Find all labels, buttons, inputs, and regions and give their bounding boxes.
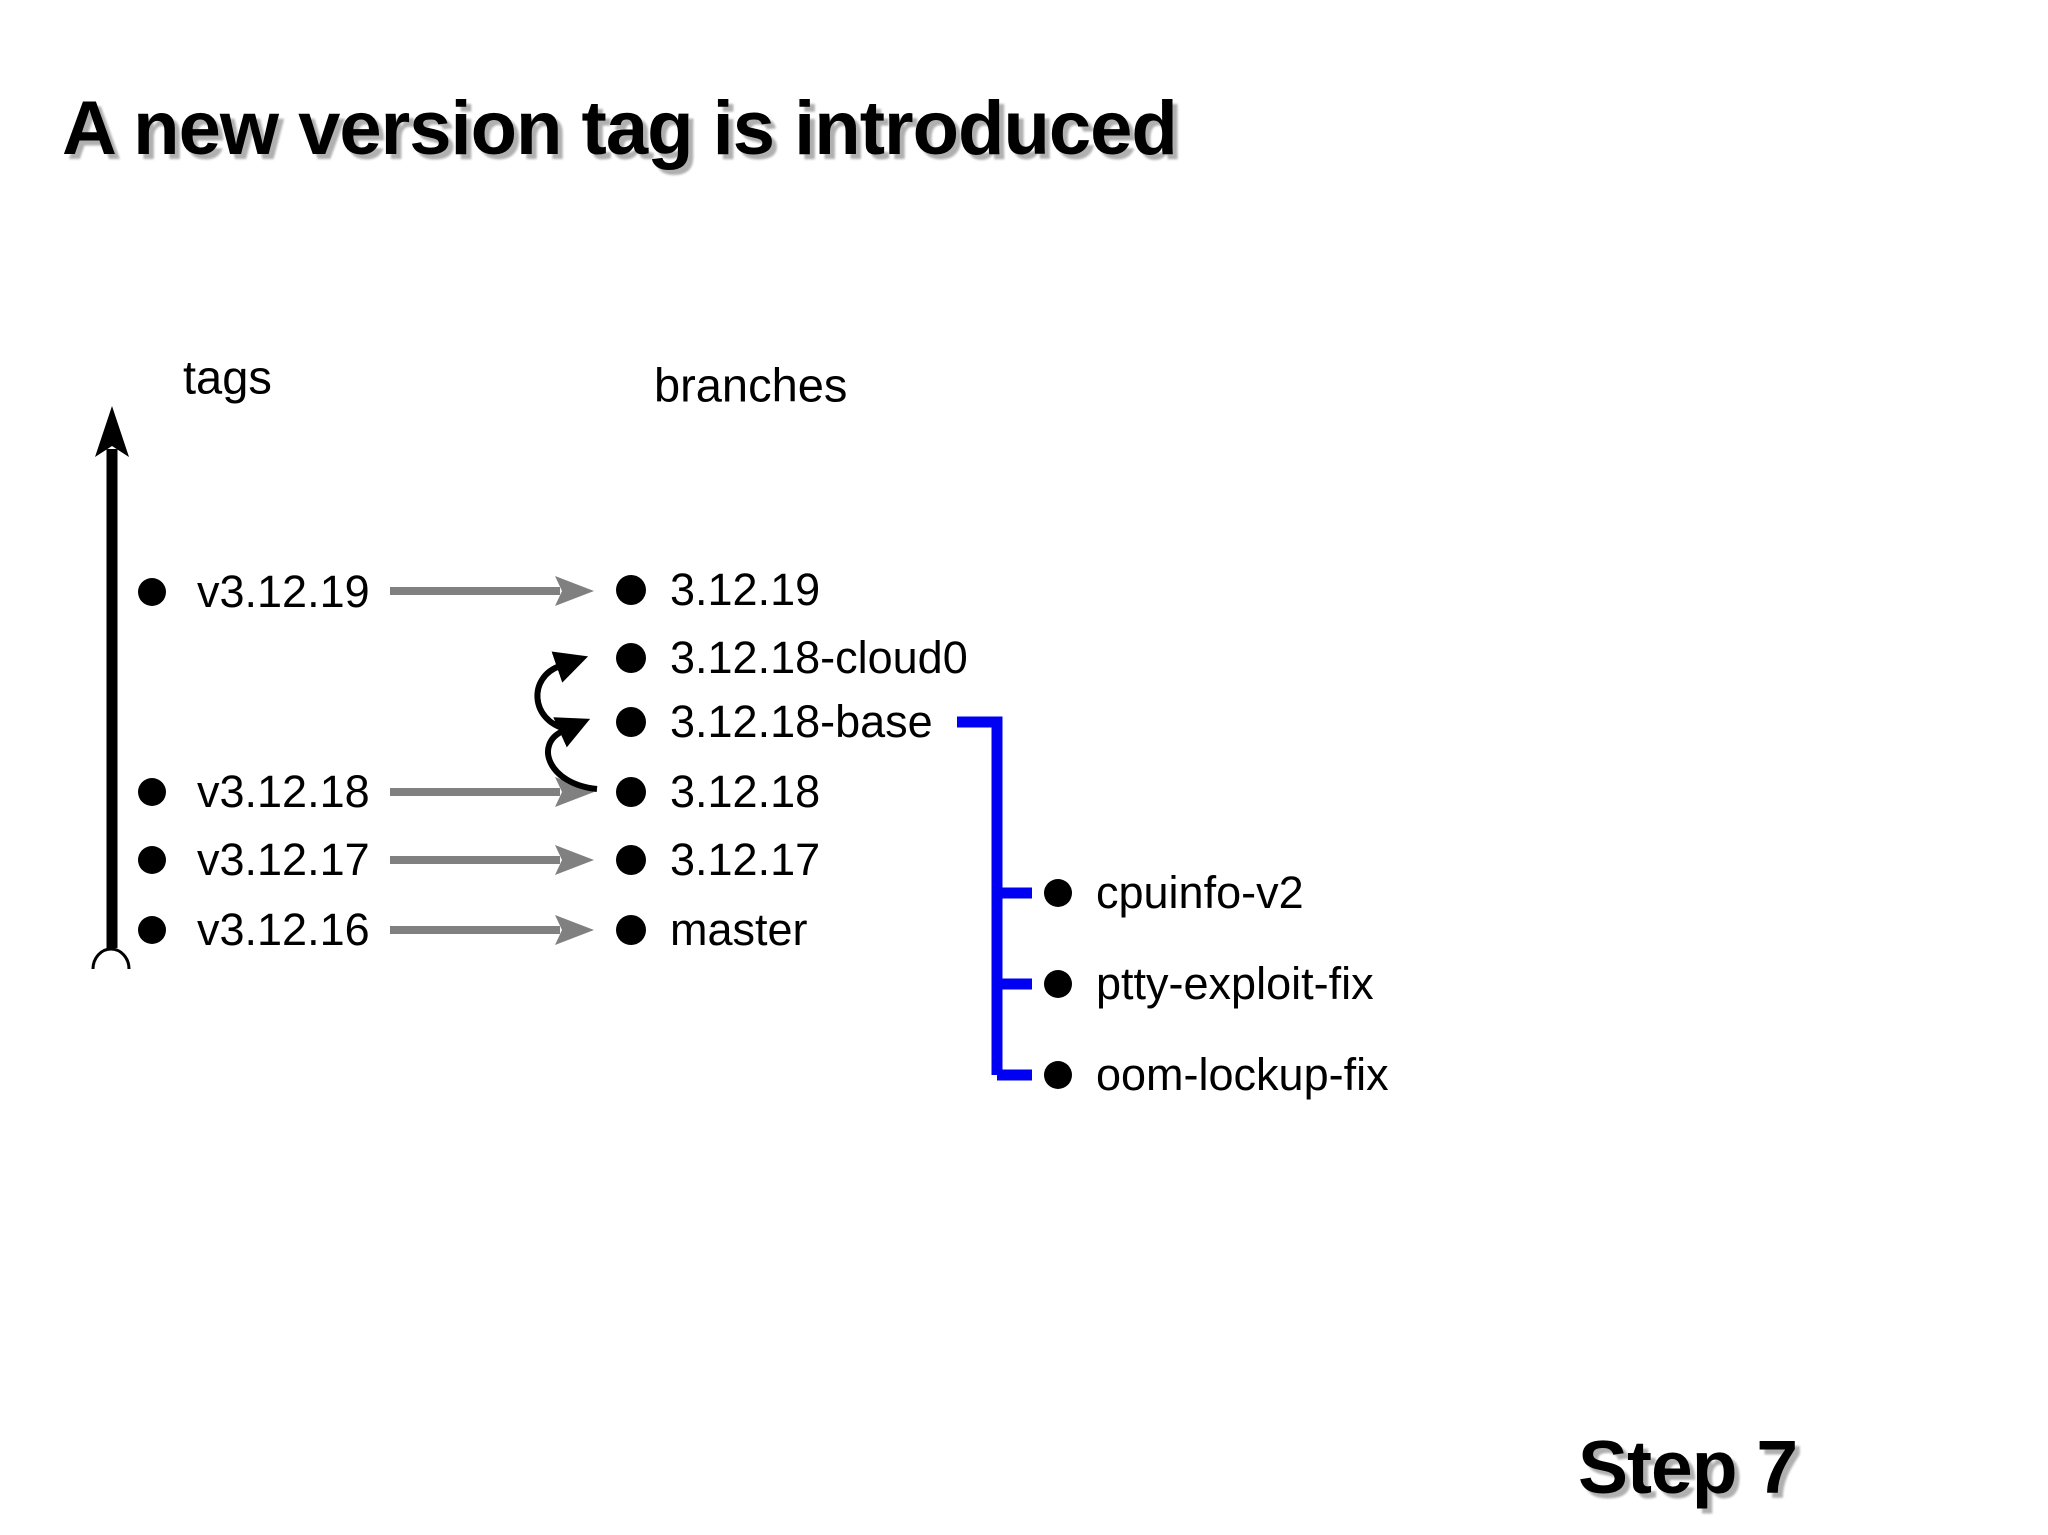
commit-dot-icon: [616, 915, 646, 945]
branch-label: master: [670, 904, 808, 955]
branch-row: 3.12.18: [616, 766, 820, 818]
branch-label: 3.12.18-cloud0: [670, 632, 968, 683]
tag-arrow-v3-12-18: [390, 777, 594, 807]
timeline-axis: [91, 406, 131, 970]
fix-branch-row: cpuinfo-v2: [1044, 867, 1304, 919]
fix-branch-label: oom-lockup-fix: [1096, 1049, 1389, 1100]
bracket-spine: [957, 716, 1003, 1075]
tag-label: v3.12.16: [197, 904, 370, 955]
branch-fork-arrows: [534, 651, 598, 792]
fix-branch-row: oom-lockup-fix: [1044, 1049, 1389, 1101]
fix-branch-label: cpuinfo-v2: [1096, 867, 1304, 918]
branch-label: 3.12.18-base: [670, 696, 933, 747]
tag-label: v3.12.17: [197, 834, 370, 885]
tag-arrow-v3-12-17: [390, 845, 594, 875]
commit-dot-icon: [138, 578, 166, 606]
fork-arrow-base-to-cloud0-icon: [534, 651, 589, 732]
branch-row: 3.12.19: [616, 564, 820, 616]
step-indicator: Step 7: [1578, 1425, 1798, 1509]
commit-dot-icon: [138, 846, 166, 874]
tag-arrow-v3-12-19: [390, 576, 594, 606]
tag-row: v3.12.19: [138, 566, 370, 618]
tag-to-branch-arrows: [390, 576, 594, 945]
commit-dot-icon: [1044, 970, 1072, 998]
timeline-break-arc-icon: [91, 947, 131, 970]
tags-column-header: tags: [183, 350, 272, 404]
commit-dot-icon: [616, 777, 646, 807]
branch-row: 3.12.18-base: [616, 696, 933, 748]
branch-row: 3.12.18-cloud0: [616, 632, 968, 684]
tag-arrow-v3-12-16: [390, 915, 594, 945]
commit-dot-icon: [616, 845, 646, 875]
tag-label: v3.12.18: [197, 766, 370, 817]
branch-row: 3.12.17: [616, 834, 820, 886]
commit-dot-icon: [138, 778, 166, 806]
tag-row: v3.12.17: [138, 834, 370, 886]
slide-title: A new version tag is introduced: [62, 86, 1178, 171]
tag-row: v3.12.18: [138, 766, 370, 818]
timeline-arrowhead-icon: [95, 406, 129, 457]
fork-arrow-18-to-base-icon: [545, 717, 598, 792]
branch-label: 3.12.19: [670, 564, 821, 615]
tag-label: v3.12.19: [197, 566, 370, 617]
commit-dot-icon: [1044, 1061, 1072, 1089]
commit-dot-icon: [616, 707, 646, 737]
tag-row: v3.12.16: [138, 904, 370, 956]
commit-dot-icon: [616, 643, 646, 673]
fix-branch-row: ptty-exploit-fix: [1044, 958, 1374, 1010]
base-branch-bracket: [957, 716, 1032, 1081]
branch-row: master: [616, 904, 808, 956]
commit-dot-icon: [1044, 879, 1072, 907]
branch-label: 3.12.17: [670, 834, 821, 885]
branches-column-header: branches: [654, 358, 848, 412]
commit-dot-icon: [138, 916, 166, 944]
branch-label: 3.12.18: [670, 766, 821, 817]
fix-branch-label: ptty-exploit-fix: [1096, 958, 1374, 1009]
commit-dot-icon: [616, 575, 646, 605]
